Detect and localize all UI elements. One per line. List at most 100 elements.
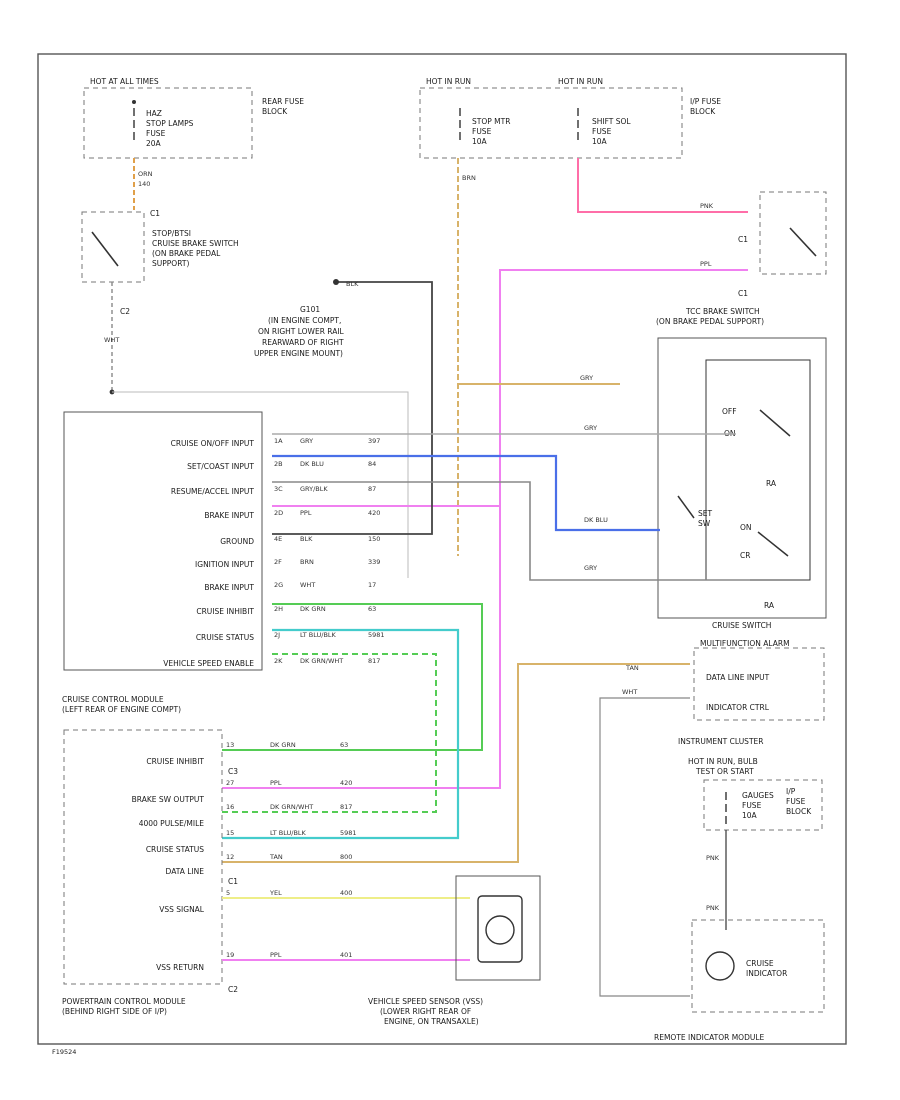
wire-brn-label: BRN [462,174,476,182]
cruise-switch-inner [705,359,811,581]
data-line-input-label: DATA LINE INPUT [706,673,770,682]
ra-2-label: RA [764,601,775,610]
ccm-wire-circuit: 339 [368,558,380,566]
ip-fuse-block-label-2: BLOCK [690,107,716,116]
tcc-brake-switch-loc: (ON BRAKE PEDAL SUPPORT) [656,317,764,326]
stop-mtr-fuse-label-2: FUSE [472,127,492,136]
wire-pnk-639 [577,158,748,213]
ip-fuse-block-label: I/P FUSE [690,97,721,106]
ccm-wire-color: DK GRN/WHT [300,657,343,665]
ccm-wire-color: WHT [300,581,315,589]
ccm-pin-label: CRUISE STATUS [196,633,254,642]
shift-sol-fuse-label-3: 10A [592,137,608,146]
off-label: OFF [722,407,737,416]
pcm-wire-color: PPL [270,951,282,959]
pcm-wire-color: DK GRN/WHT [270,803,313,811]
ccm-wire-color: LT BLU/BLK [300,631,337,639]
shift-sol-fuse-label: SHIFT SOL [592,117,631,126]
wire-gry-label: GRY [584,424,597,432]
wire-blk-150 [272,281,433,535]
pcm-pin-id: 27 [226,779,234,787]
g101-label-2: (IN ENGINE COMPT, [268,316,341,325]
pcm-wire-circuit: 401 [340,951,352,959]
ccm-pin-id: 2H [274,605,283,613]
ccm-wire-circuit: 5981 [368,631,385,639]
ccm-pin-label: GROUND [220,537,254,546]
cruise-indicator-label-2: INDICATOR [746,969,787,978]
ccm-pin-id: 2K [274,657,283,665]
indicator-ctrl-label: INDICATOR CTRL [706,703,770,712]
ccm-pin-label: CRUISE ON/OFF INPUT [171,439,255,448]
haz-fuse-label-4: 20A [146,139,162,148]
pcm-conn-c3: C3 [228,767,238,776]
stop-mtr-fuse-label-3: 10A [472,137,488,146]
ccm-wire-circuit: 17 [368,581,376,589]
ccm-wire-color: PPL [300,509,312,517]
ccm-pin-id: 4E [274,535,282,543]
instrument-cluster-label: INSTRUMENT CLUSTER [678,737,763,746]
pcm-pin-id: 16 [226,803,234,811]
haz-fuse-node [132,100,136,104]
ccm-wire-color: GRY/BLK [300,485,328,493]
cruise-cr-contact [757,531,789,557]
cruise-off-contact [759,409,791,437]
brake-switch-contact [91,231,119,267]
wire-gry2-label: GRY [584,564,597,572]
pcm-conn-c2: C2 [228,985,238,994]
gauges-fuse-box [703,779,823,831]
tcc-c1b-label: C1 [738,289,748,298]
ccm-pin-id: 2B [274,460,283,468]
set-sw-label-2: SW [698,519,711,528]
wire-blu-label: DK BLU [584,516,608,524]
wire-gry-top-label: GRY [580,374,593,382]
gauges-fuse-label: GAUGES [742,791,774,800]
ccm-wire-color: BRN [300,558,314,566]
wire-tan-label: TAN [625,664,639,672]
cruise-control-module-box [63,411,263,671]
pcm-wire-circuit: 400 [340,889,352,897]
tcc-switch-contact [789,227,817,257]
c2-left-label: C2 [120,307,130,316]
ip-fuse-block-2-label-2: FUSE [786,797,806,806]
haz-fuse-label-2: STOP LAMPS [146,119,194,128]
cr-label: CR [740,551,750,560]
ccm-wire-color: DK GRN [300,605,326,613]
ip-fuse-block-2-label-3: BLOCK [786,807,812,816]
pcm-pin-label: VSS RETURN [156,963,204,972]
pcm-conn-c1: C1 [228,877,238,886]
rear-fuse-block-label: REAR FUSE [262,97,304,106]
g101-label-4: REARWARD OF RIGHT [262,338,344,347]
ra-1-label: RA [766,479,777,488]
ccm-wire-circuit: 817 [368,657,380,665]
stop-mtr-fuse-label: STOP MTR [472,117,510,126]
ccm-wire-color: DK BLU [300,460,324,468]
ccm-title-label-2: (LEFT REAR OF ENGINE COMPT) [62,705,181,714]
pcm-pin-id: 5 [226,889,230,897]
haz-fuse-label-3: FUSE [146,129,166,138]
pcm-pin-label: CRUISE INHIBIT [146,757,204,766]
hot-in-run-label-1: HOT IN RUN [426,77,471,86]
ccm-wire-circuit: 397 [368,437,380,445]
pcm-wire-color: LT BLU/BLK [270,829,307,837]
ccm-pin-id: 1A [274,437,283,445]
wire-dk-grn-wht-817 [222,653,437,813]
pcm-wire-color: DK GRN [270,741,296,749]
gauges-fuse-label-2: FUSE [742,801,762,810]
haz-fuse-label: HAZ [146,109,162,118]
pcm-wire-circuit: 800 [340,853,352,861]
ccm-pin-id: 3C [274,485,283,493]
wire-wht-417 [599,697,690,997]
cruise-brake-switch-box [81,211,145,283]
figure-code: F19524 [52,1048,76,1056]
ccm-pin-label: VEHICLE SPEED ENABLE [163,659,254,668]
pcm-wire-circuit: 420 [340,779,352,787]
cruise-indicator-bulb [705,951,735,981]
cruise-brake-switch-label-4: SUPPORT) [152,259,189,268]
pcm-pin-id: 12 [226,853,234,861]
pcm-wire-color: PPL [270,779,282,787]
wire-pnk-1-label: PNK [706,854,720,862]
